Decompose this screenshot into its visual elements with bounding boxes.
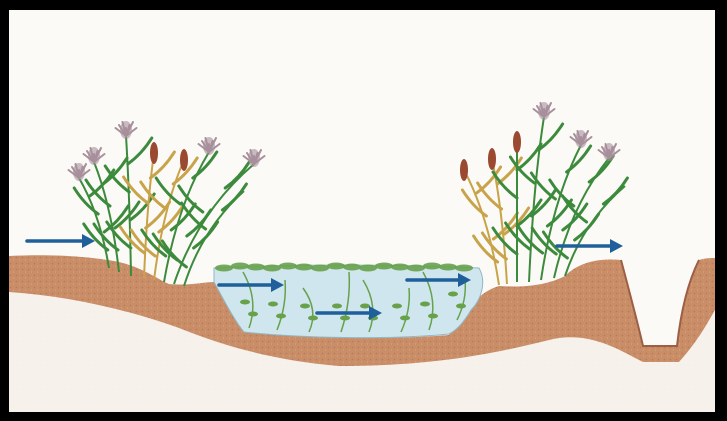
- floating-leaf: [327, 263, 345, 270]
- floating-leaf: [295, 264, 313, 271]
- floating-leaf: [359, 265, 377, 272]
- reed-plume: [534, 102, 555, 120]
- floating-leaf: [423, 263, 441, 270]
- floating-leaf: [343, 264, 361, 271]
- floating-leaf: [391, 264, 409, 271]
- floating-leaf: [375, 263, 393, 270]
- floating-leaf: [231, 263, 249, 270]
- floating-leaf: [279, 263, 297, 270]
- inflow-arrow: [27, 234, 95, 248]
- floating-leaf: [311, 265, 329, 272]
- cattail-head: [460, 159, 468, 181]
- reed-stem: [131, 158, 197, 280]
- cattail-head: [150, 142, 158, 164]
- floating-leaf: [455, 265, 473, 272]
- cattail-head: [488, 148, 496, 170]
- reed-plume: [84, 147, 105, 165]
- reed-plume: [69, 163, 90, 181]
- reed-plume: [571, 130, 592, 148]
- floating-leaf: [263, 265, 281, 272]
- cattail-head: [513, 131, 521, 153]
- wetland-cross-section-diagram: [9, 10, 715, 412]
- floating-leaf: [215, 265, 233, 272]
- outflow-arrow: [557, 239, 623, 253]
- floating-leaf: [439, 264, 457, 271]
- floating-leaf: [407, 265, 425, 272]
- reed-plume: [116, 121, 137, 139]
- cattail-head: [180, 149, 188, 171]
- reed-plume: [599, 143, 620, 161]
- diagram-canvas: [9, 10, 715, 412]
- reed-bed-right: [460, 102, 627, 285]
- floating-leaf: [247, 264, 265, 271]
